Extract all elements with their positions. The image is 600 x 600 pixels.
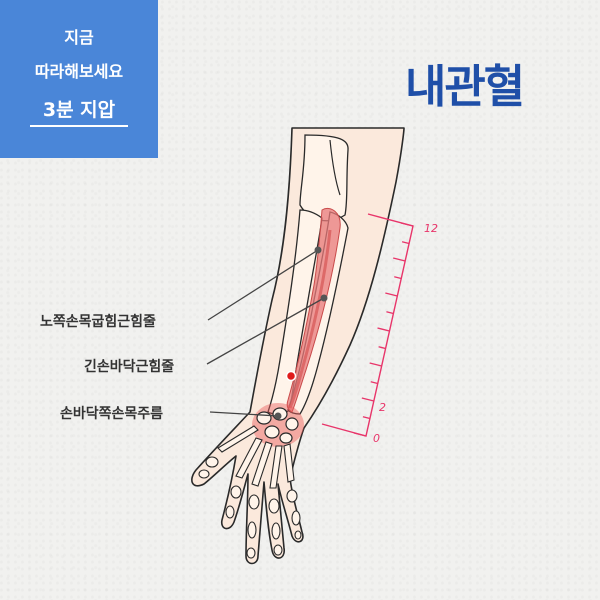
label-palmaris-longus: 긴손바닥근힘줄 [84,359,175,375]
ruler-tick [394,276,402,280]
ruler-tick [377,327,390,332]
badge-line-3: 3분 지압 [42,99,116,121]
ruler-label-2: 2 [379,401,386,414]
ruler-tick [386,311,394,315]
page-title: 내관혈 [405,60,525,113]
badge-line-1: 지금 [64,28,94,47]
ruler-label-0: 0 [373,432,380,445]
acupoint-neiguan [285,370,297,382]
hand-bones [198,425,302,559]
ruler-tick [353,432,367,437]
ruler-tick [378,346,386,350]
measurement-ruler [321,213,414,437]
ruler-tick [385,292,398,297]
ruler-tick [392,257,406,262]
label-wrist-crease: 손바닥쪽손목주름 [60,406,164,422]
tendon-palmaris-longus [288,229,332,409]
humerus-end [299,134,349,222]
ruler-label-12: 12 [424,222,438,235]
promo-badge: 지금 따라해보세요 3분 지압 [0,0,158,158]
badge-line-2: 따라해보세요 [34,62,124,81]
ruler-tick [362,416,371,420]
ruler-tick [361,397,375,402]
ruler-tick [369,362,382,367]
leader-dots [274,246,328,420]
leader-lines [206,249,325,417]
ruler-tick [400,222,414,227]
ruler-tick [370,381,378,385]
ruler-tick [401,241,410,245]
label-flexor-carpi-radialis: 노쪽손목굽힘근힘줄 [40,314,156,330]
badge-underline [30,125,128,127]
